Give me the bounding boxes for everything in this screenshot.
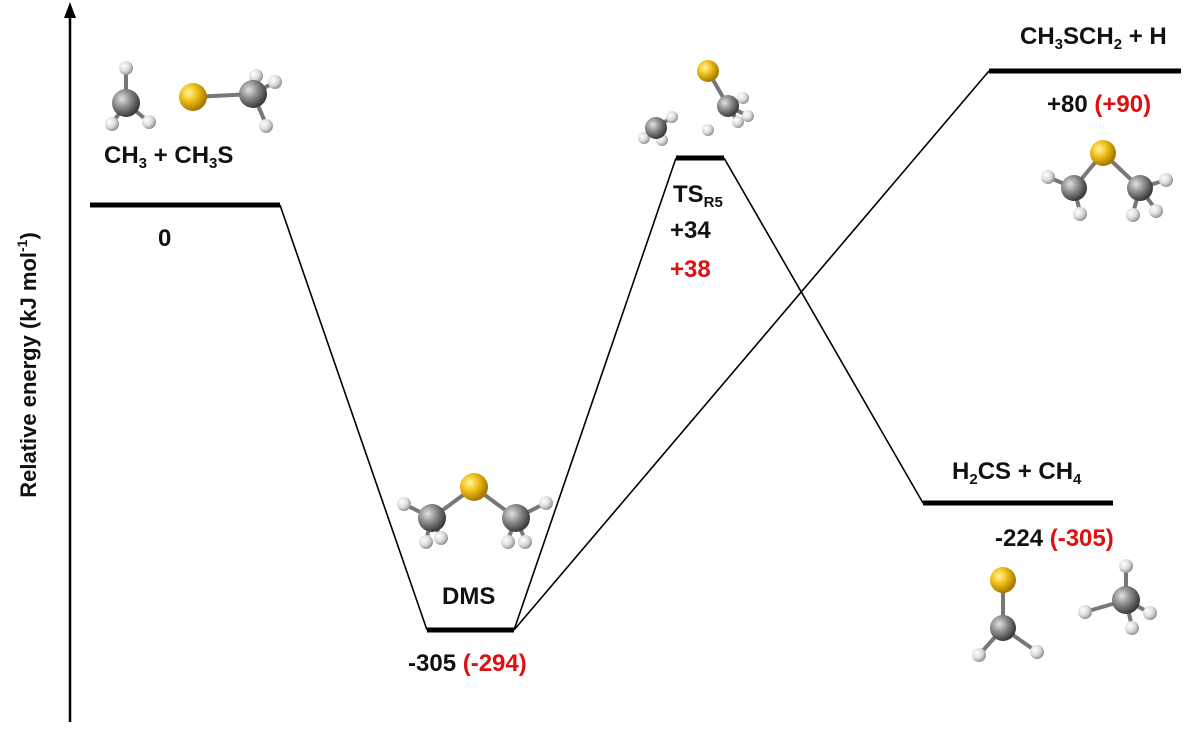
species-name-reactants: CH3 + CH3S [104,142,234,172]
connector-lines [279,70,990,631]
connector-dms-ch3sch2 [513,70,990,631]
connector-reactants-dms [279,204,428,631]
species-name-dms: DMS [442,583,496,610]
connector-dms-ts [513,157,677,631]
connector-ts-h2cs [723,157,924,504]
ch3sch2-molecule-icon [1041,140,1173,222]
energy-value-ts-alt: +38 [670,256,711,283]
y-axis-label: Relative energy (kJ mol-1) [14,232,41,498]
h2cs-molecule-icon [972,567,1044,662]
energy-value-ch3sch2: +80 (+90) [1047,91,1152,118]
energy-levels [90,68,1181,633]
energy-value-dms: -305 (-294) [408,650,527,677]
species-name-h2cs: H2CS + CH4 [952,458,1082,488]
ch4-molecule-icon [1078,559,1157,635]
y-axis [64,2,76,722]
energy-value-ts: +34 [670,217,711,244]
energy-value-h2cs: -224 (-305) [995,525,1114,552]
y-axis-arrow-icon [64,2,76,18]
ch3-molecule-icon [105,61,156,131]
ch3s-molecule-icon [179,69,282,133]
species-name-ch3sch2: CH3SCH2 + H [1020,23,1167,53]
dms-molecule-icon [397,473,553,549]
species-name-ts: TSR5 [673,181,723,211]
energy-value-reactants: 0 [158,225,172,252]
ts-molecule-icon [638,60,754,146]
